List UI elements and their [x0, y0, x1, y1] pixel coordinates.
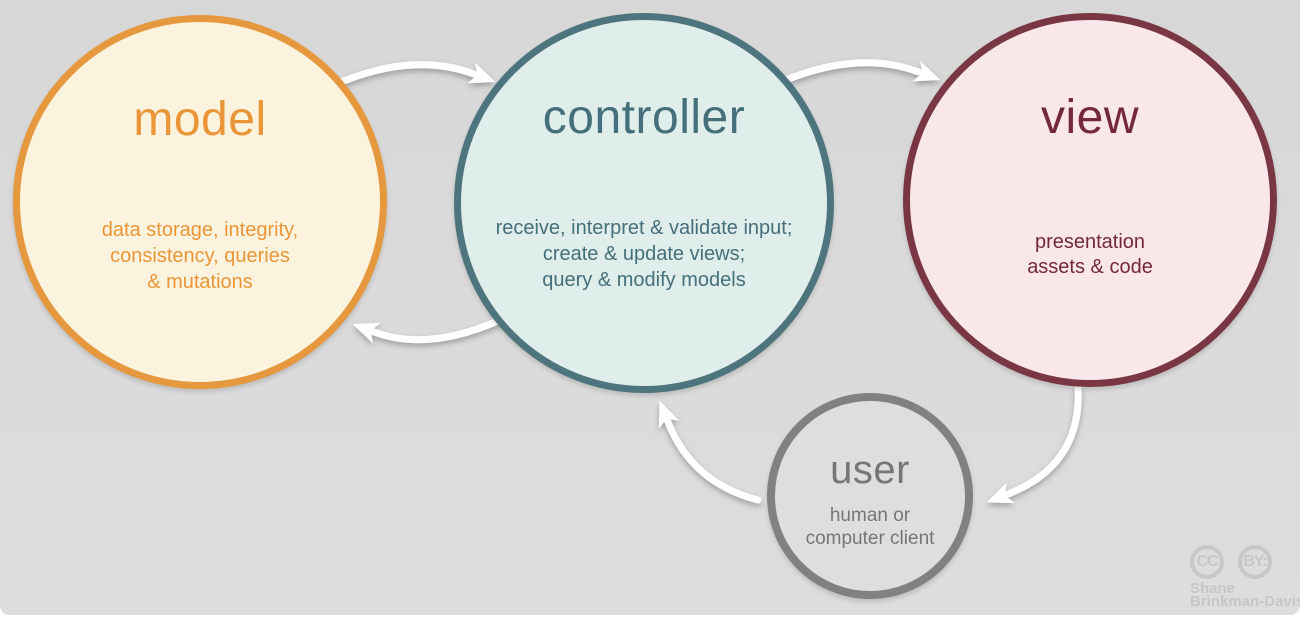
- user-title: user: [830, 448, 910, 492]
- arrow-model-to-controller: [337, 61, 496, 86]
- controller-title: controller: [542, 91, 746, 144]
- description-line: create & update views;: [542, 243, 746, 265]
- node-controller: controller receive, interpret & validate…: [454, 13, 834, 393]
- node-view: view presentation assets & code: [903, 13, 1277, 387]
- view-description: presentation assets & code: [910, 230, 1270, 280]
- description-line: computer client: [805, 528, 935, 549]
- cc-by-icon-label: BY:: [1243, 553, 1267, 570]
- description-line: assets & code: [1027, 256, 1153, 278]
- cc-icon-label: CC: [1196, 553, 1218, 570]
- controller-description: receive, interpret & validate input; cre…: [461, 215, 827, 293]
- arrow-controller-to-model: [352, 316, 504, 344]
- description-line: presentation: [1034, 231, 1146, 253]
- description-line: receive, interpret & validate input;: [495, 217, 793, 239]
- description-line: human or: [829, 505, 911, 526]
- node-model: model data storage, integrity, consisten…: [13, 15, 387, 389]
- model-description: data storage, integrity, consistency, qu…: [20, 217, 380, 295]
- author-credit: Shane Brinkman-Davis: [1190, 580, 1300, 610]
- description-line: data storage, integrity,: [101, 219, 299, 241]
- node-user: user human or computer client: [767, 393, 973, 599]
- license-attribution: CC BY: Shane Brinkman-Davis: [1190, 545, 1300, 610]
- author-name-line: Brinkman-Davis: [1190, 593, 1300, 610]
- cc-by-icon: BY:: [1238, 545, 1272, 579]
- arrow-user-to-controller: [658, 400, 762, 504]
- description-line: consistency, queries: [110, 245, 290, 267]
- description-line: query & modify models: [542, 269, 746, 291]
- model-title: model: [133, 93, 267, 146]
- author-name-line: Shane: [1190, 580, 1236, 597]
- user-description: human or computer client: [775, 504, 965, 550]
- license-badges: CC BY:: [1190, 545, 1300, 579]
- view-title: view: [1040, 91, 1140, 144]
- cc-icon: CC: [1190, 545, 1224, 579]
- arrow-controller-to-view: [782, 59, 941, 84]
- arrow-view-to-user: [986, 384, 1082, 504]
- description-line: & mutations: [147, 271, 253, 293]
